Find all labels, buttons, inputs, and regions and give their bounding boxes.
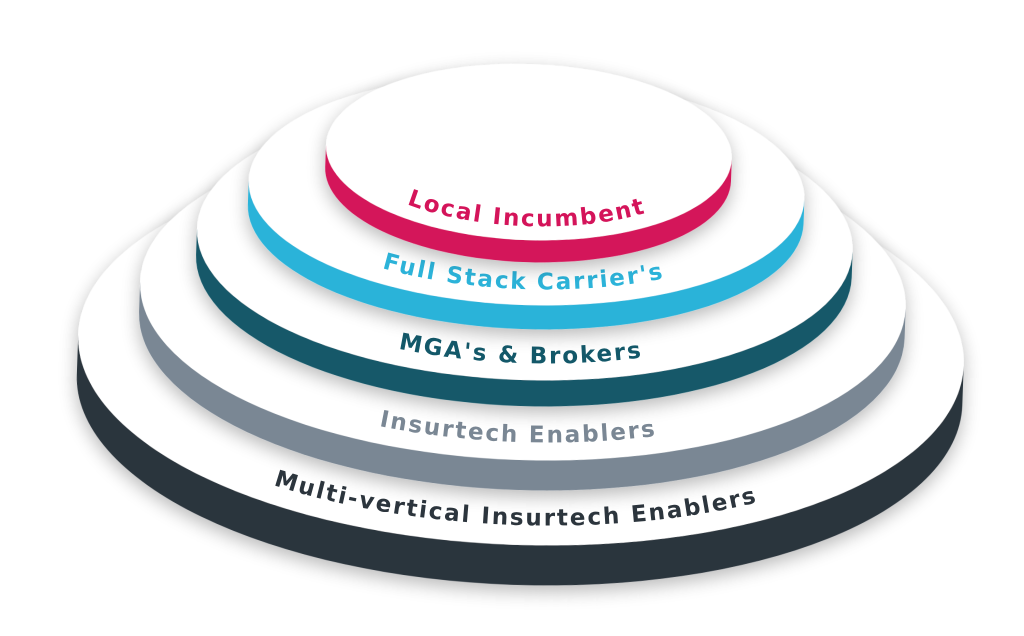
layer-1: [325, 63, 732, 263]
layer-face: [325, 63, 732, 241]
